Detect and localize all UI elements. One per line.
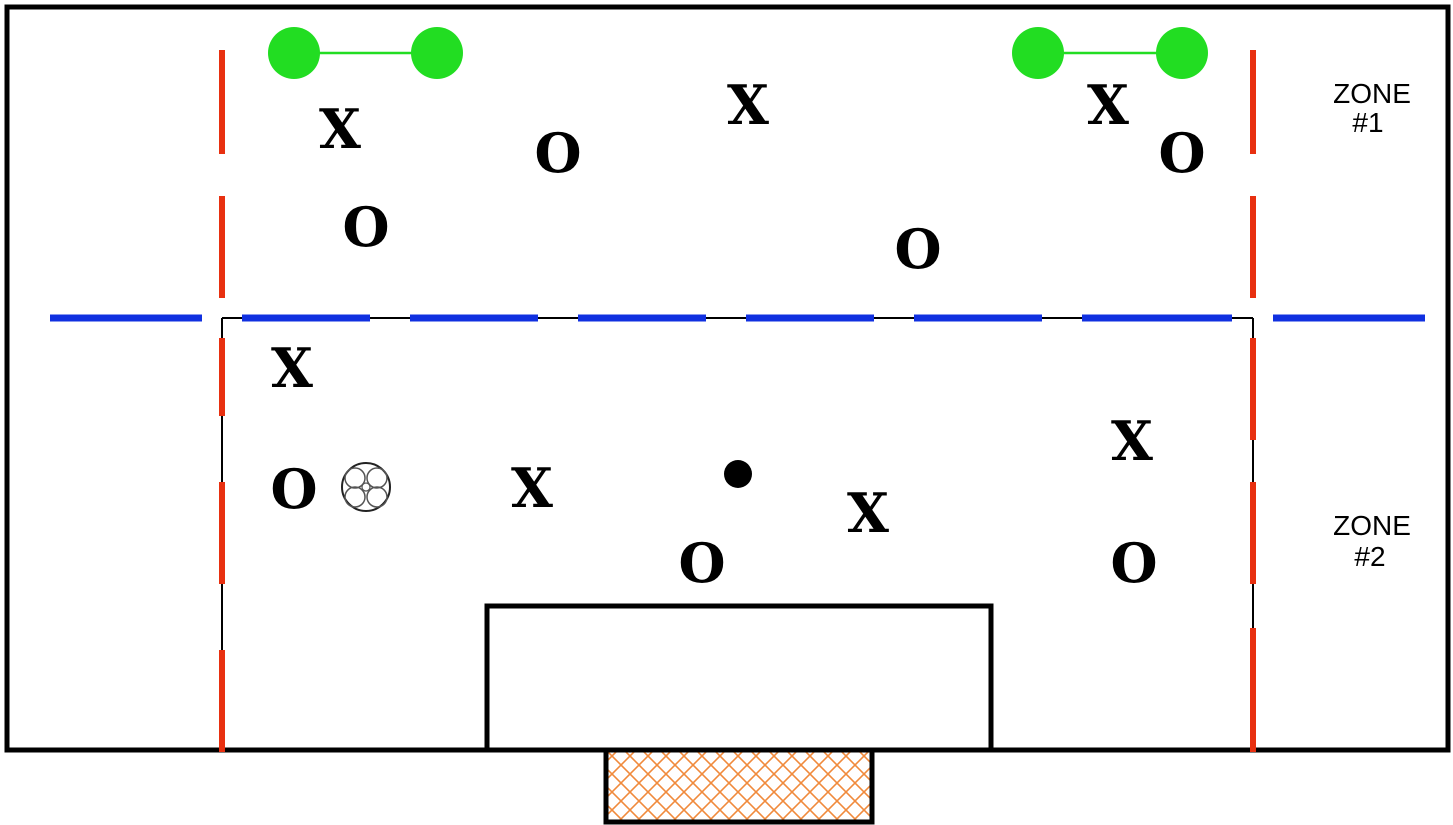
zone-1-number: #1	[1352, 107, 1383, 138]
player-o: O	[342, 195, 389, 259]
player-x: X	[727, 73, 769, 137]
mini-goal-icon	[1012, 27, 1208, 79]
soccer-ball-icon	[341, 462, 391, 512]
player-o: O	[534, 121, 581, 185]
zone-2-title: ZONE	[1333, 510, 1411, 541]
zone-1-label: ZONE #1	[1333, 78, 1411, 138]
mini-goal-icon	[268, 27, 463, 79]
zone-2-number: #2	[1354, 541, 1385, 572]
penalty-box	[484, 603, 994, 753]
player-o: O	[1158, 121, 1205, 185]
player-x: X	[847, 481, 889, 545]
goal-net-icon	[603, 747, 875, 825]
zone-1-title: ZONE	[1333, 78, 1411, 109]
player-o: O	[270, 457, 317, 521]
cone-icon	[724, 460, 752, 488]
player-x: X	[511, 456, 553, 520]
players: X X X O O O O X O X X X O O	[270, 73, 1205, 595]
player-x: X	[319, 97, 361, 161]
player-x: X	[1111, 409, 1153, 473]
zone-2-label: ZONE #2	[1333, 510, 1411, 572]
zone-2-thin-lines	[221, 317, 1254, 750]
player-o: O	[678, 531, 725, 595]
player-o: O	[1110, 531, 1157, 595]
player-x: X	[271, 336, 313, 400]
player-x: X	[1087, 73, 1129, 137]
player-o: O	[894, 217, 941, 281]
